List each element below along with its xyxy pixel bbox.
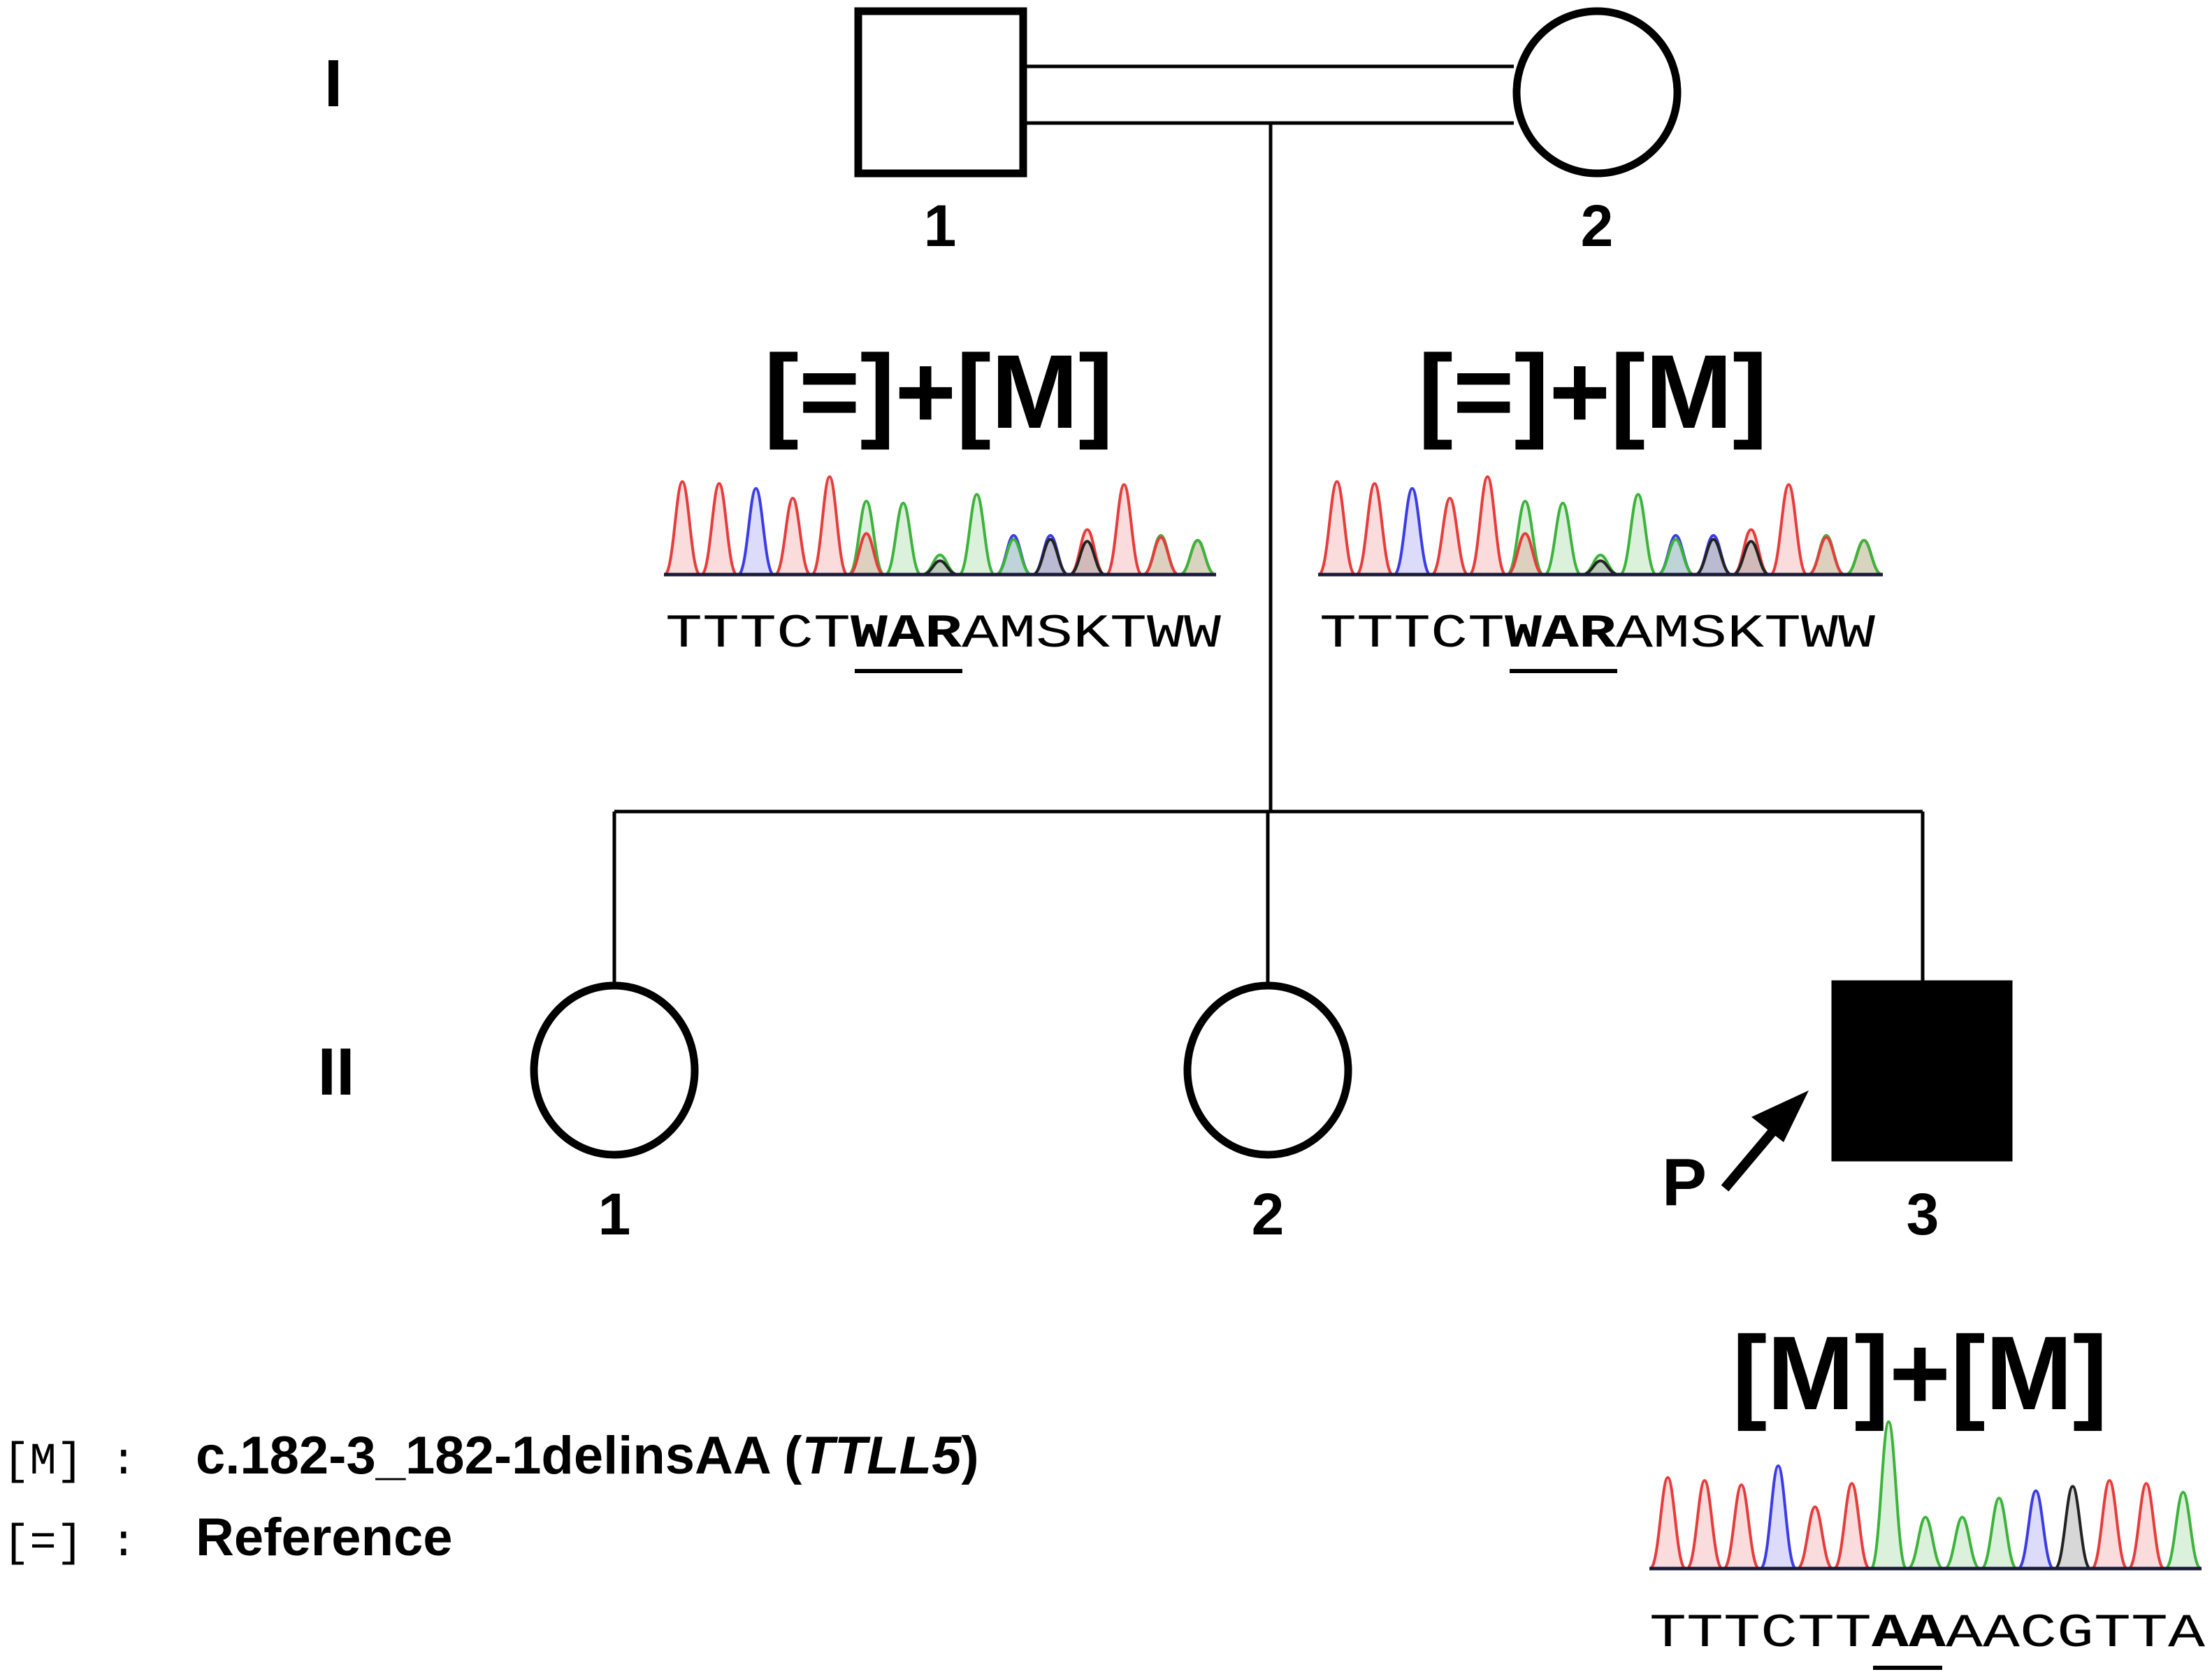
chromatogram-peak bbox=[1944, 1515, 1981, 1570]
chromatogram-peak bbox=[1845, 538, 1883, 576]
chromatogram-peak bbox=[1317, 480, 1357, 576]
individual-number-II-1: 1 bbox=[598, 1181, 631, 1247]
chromatogram-peak bbox=[737, 487, 775, 576]
chromatogram-peak bbox=[1796, 1505, 1834, 1570]
individual-number-II-2: 2 bbox=[1252, 1181, 1285, 1247]
proband-label: P bbox=[1662, 1145, 1707, 1220]
chromatogram-peak bbox=[1732, 540, 1770, 576]
chromatogram-peak bbox=[1722, 1483, 1761, 1570]
chromatogram-peak bbox=[1142, 535, 1180, 576]
chromatogram-peak bbox=[995, 538, 1032, 576]
chromatogram-peak bbox=[957, 493, 996, 576]
chromatogram-I-1 bbox=[663, 475, 1216, 577]
chromatogram-peak bbox=[1649, 1476, 1687, 1570]
chromatogram-peak bbox=[1657, 538, 1695, 576]
arrow-up-right-icon bbox=[1721, 1090, 1809, 1192]
individual-number-II-3: 3 bbox=[1907, 1181, 1939, 1247]
chromatogram-peak bbox=[1544, 501, 1582, 576]
individual-number-I-2: 2 bbox=[1581, 193, 1614, 259]
genotype-I-2: [=]+[M] bbox=[1418, 333, 1768, 450]
chromatogram-peak bbox=[884, 501, 922, 576]
individual-I-2-female[interactable] bbox=[1512, 7, 1682, 178]
legend-text-reference: Reference bbox=[196, 1508, 453, 1567]
generation-label-II: II bbox=[317, 1035, 354, 1109]
chromatogram-II-3 bbox=[1649, 1420, 2202, 1571]
chromatogram-peak bbox=[1354, 482, 1394, 576]
chromatogram-I-2 bbox=[1317, 475, 1883, 577]
chromatogram-peak bbox=[1506, 532, 1544, 576]
generation-label-I: I bbox=[324, 46, 343, 121]
genotype-I-1: [=]+[M] bbox=[764, 333, 1113, 450]
chromatogram-peak bbox=[810, 475, 849, 576]
genotype-II-3: [M]+[M] bbox=[1732, 1314, 2107, 1432]
chromatogram-peak bbox=[2053, 1485, 2092, 1570]
chromatogram-peak bbox=[1105, 483, 1143, 576]
chromatogram-peak bbox=[848, 532, 885, 576]
chromatogram-peak bbox=[1769, 483, 1809, 576]
chromatogram-peak bbox=[700, 482, 739, 576]
legend-key-mutant: [M] : bbox=[3, 1437, 137, 1487]
chromatogram-peak bbox=[1907, 1515, 1944, 1570]
chromatogram-peak bbox=[774, 496, 811, 576]
chromatogram-peak bbox=[1980, 1497, 2018, 1570]
chromatogram-peak bbox=[1179, 538, 1216, 576]
chromatogram-peak bbox=[1468, 475, 1508, 576]
chromatogram-peak bbox=[2017, 1489, 2055, 1570]
chromatogram-peak bbox=[2127, 1482, 2166, 1570]
legend: [M] : c.182-3_182-1delinsAA (TTLL5) [=] … bbox=[3, 1426, 979, 1569]
chromatogram-peak bbox=[2090, 1478, 2129, 1570]
individual-II-2-female[interactable] bbox=[1183, 981, 1352, 1159]
chromatogram-peak bbox=[1870, 1420, 1908, 1570]
chromatogram-peak bbox=[922, 559, 958, 576]
chromatogram-peak bbox=[1619, 493, 1657, 576]
chromatogram-peak bbox=[1694, 538, 1733, 576]
chromatogram-peak bbox=[1582, 559, 1619, 576]
chromatogram-peak bbox=[663, 480, 702, 576]
individual-II-3-affected-male[interactable] bbox=[1831, 980, 2013, 1162]
chromatogram-peak bbox=[1759, 1464, 1798, 1570]
chromatogram-peak bbox=[1069, 540, 1106, 576]
individual-II-1-female[interactable] bbox=[530, 981, 699, 1159]
individual-I-1-male[interactable] bbox=[854, 7, 1027, 178]
chromatogram-peak bbox=[1807, 535, 1845, 576]
individual-number-I-1: 1 bbox=[924, 193, 957, 259]
legend-key-reference: [=] : bbox=[3, 1519, 137, 1569]
chromatogram-peak bbox=[1393, 487, 1431, 576]
chromatogram-peak bbox=[1431, 496, 1469, 576]
chromatogram-peak bbox=[1685, 1478, 1724, 1570]
chromatogram-peak bbox=[1833, 1482, 1871, 1570]
chromatogram-peak bbox=[1032, 538, 1069, 576]
legend-text-mutant: c.182-3_182-1delinsAA (TTLL5) bbox=[196, 1426, 979, 1485]
chromatogram-peak bbox=[2164, 1490, 2202, 1570]
